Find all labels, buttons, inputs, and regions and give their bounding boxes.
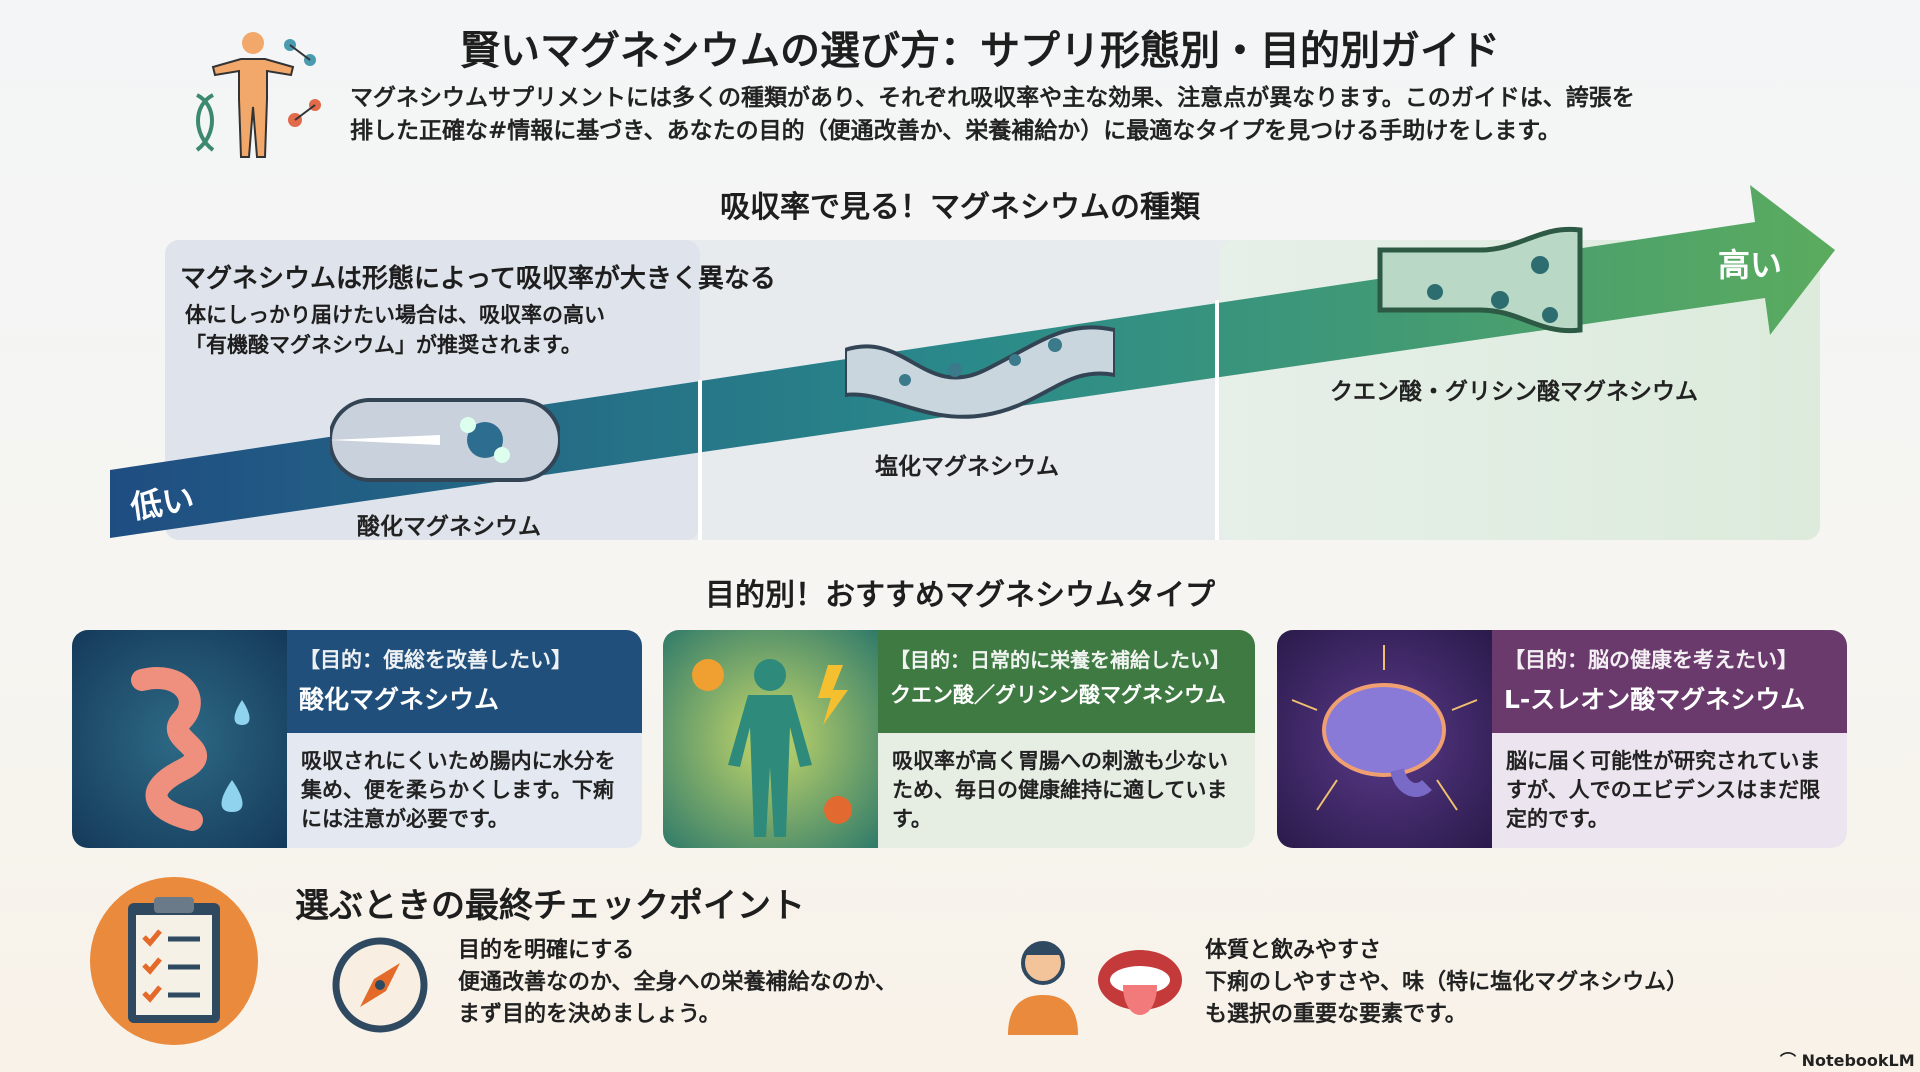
card-name: 酸化マグネシウム: [299, 685, 500, 714]
type-label: 塩化マグネシウム: [875, 454, 1059, 480]
notebooklm-brand: ⌒ NotebookLM: [1780, 1047, 1915, 1071]
card-purpose: 【目的：日常的に栄養を補給したい】: [890, 648, 1230, 672]
mouth-tongue-icon: [1098, 950, 1182, 1015]
card-name: クエン酸／グリシン酸マグネシウム: [890, 683, 1226, 707]
purpose-heading: 目的別！おすすめマグネシウムタイプ: [705, 578, 1215, 613]
card-purpose: 【目的：脳の健康を考えたい】: [1504, 648, 1798, 672]
body-molecule-icon: [195, 32, 321, 158]
callout-line: 体にしっかり届けたい場合は、吸収率の高い: [185, 303, 605, 327]
energy-body-icon: [663, 630, 878, 848]
capsule-molecule-icon: [330, 398, 560, 482]
checkpoint-text: 下痢のしやすさや、味（特に塩化マグネシウム）: [1205, 970, 1689, 995]
brain-icon: [1277, 630, 1492, 848]
callout-title: マグネシウムは形態によって吸収率が大きく異なる: [180, 264, 776, 294]
checkpoint-title: 体質と飲みやすさ: [1205, 938, 1382, 963]
card-name: L-スレオン酸マグネシウム: [1504, 685, 1806, 714]
purpose-card: 【目的：便総を改善したい】酸化マグネシウム 吸収されにくいため腸内に水分を集め、…: [72, 630, 642, 848]
checkpoint-text: も選択の重要な要素です。: [1205, 1002, 1467, 1027]
card-purpose: 【目的：便総を改善したい】: [299, 648, 572, 672]
card-desc: 吸収率が高く胃腸への刺激も少ないため、毎日の健康維持に適しています。: [878, 733, 1255, 848]
compass-icon: [332, 937, 428, 1033]
intestine-tube-icon: [1377, 226, 1583, 334]
wavy-tube-icon: [845, 325, 1115, 419]
intro-line: 排した正確な#情報に基づき、あなたの目的（便通改善か、栄養補給か）に最適なタイプ…: [350, 118, 1561, 144]
checkpoints-heading: 選ぶときの最終チェックポイント: [295, 886, 805, 926]
high-label: 高い: [1718, 246, 1783, 284]
low-label: 低い: [127, 479, 197, 527]
purpose-card: 【目的：脳の健康を考えたい】 L-スレオン酸マグネシウム 脳に届く可能性が研究され…: [1277, 630, 1847, 848]
page-title: 賢いマグネシウムの選び方：サプリ形態別・目的別ガイド: [460, 28, 1500, 74]
absorption-heading: 吸収率で見る！マグネシウムの種類: [720, 190, 1200, 225]
card-desc: 吸収されにくいため腸内に水分を集め、便を柔らかくします。下痢には注意が必要です。: [287, 733, 642, 848]
intro-text: マグネシウムサプリメントには多くの種類があり、それぞれ吸収率や主な効果、注意点が…: [350, 82, 1635, 148]
intestine-icon: [72, 630, 287, 848]
purpose-card: 【目的：日常的に栄養を補給したい】クエン酸／グリシン酸マグネシウム 吸収率が高く…: [663, 630, 1255, 848]
type-label: 酸化マグネシウム: [357, 514, 541, 540]
notebooklm-logo-icon: ⌒: [1780, 1051, 1802, 1070]
callout-line: 「有機酸マグネシウム」が推奨されます。: [185, 333, 582, 357]
person-icon: [1008, 941, 1078, 1035]
brand-label: NotebookLM: [1801, 1051, 1915, 1070]
checkpoint-title: 目的を明確にする: [458, 938, 635, 963]
intro-line: マグネシウムサプリメントには多くの種類があり、それぞれ吸収率や主な効果、注意点が…: [350, 85, 1635, 111]
type-label: クエン酸・グリシン酸マグネシウム: [1330, 379, 1698, 405]
checkpoint-text: まず目的を決めましょう。: [458, 1002, 721, 1027]
card-desc: 脳に届く可能性が研究されていますが、人でのエビデンスはまだ限定的です。: [1492, 733, 1847, 848]
checkpoint-text: 便通改善なのか、全身への栄養補給なのか、: [458, 970, 898, 995]
clipboard-checklist-icon: [90, 877, 258, 1045]
